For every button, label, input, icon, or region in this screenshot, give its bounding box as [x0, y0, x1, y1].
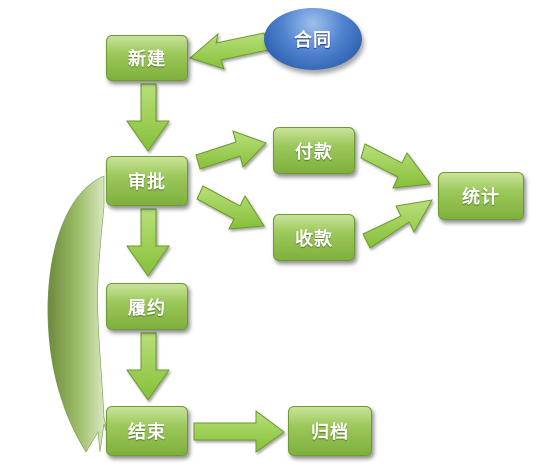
- node-receive[interactable]: 收款: [273, 214, 355, 261]
- arrow-end-to-archive: [193, 410, 285, 453]
- node-contract[interactable]: 合同: [264, 8, 362, 70]
- arrow-new-to-approve: [126, 83, 170, 152]
- node-pay[interactable]: 付款: [273, 127, 355, 174]
- arrow-approve-to-perform: [126, 208, 170, 277]
- node-new[interactable]: 新建: [106, 35, 188, 81]
- curved-arrow-approve-to-end: [47, 175, 111, 453]
- node-end[interactable]: 结束: [106, 406, 188, 456]
- arrow-receive-to-stats: [362, 199, 433, 249]
- node-approve[interactable]: 审批: [106, 156, 188, 206]
- arrow-pay-to-stats: [360, 143, 431, 189]
- arrow-perform-to-end: [126, 332, 170, 401]
- arrow-approve-to-receive: [196, 185, 265, 230]
- node-perform[interactable]: 履约: [106, 283, 188, 330]
- arrow-contract-to-new: [188, 32, 269, 70]
- node-stats[interactable]: 统计: [438, 172, 524, 220]
- arrow-approve-to-pay: [195, 130, 267, 170]
- node-archive[interactable]: 归档: [288, 406, 372, 456]
